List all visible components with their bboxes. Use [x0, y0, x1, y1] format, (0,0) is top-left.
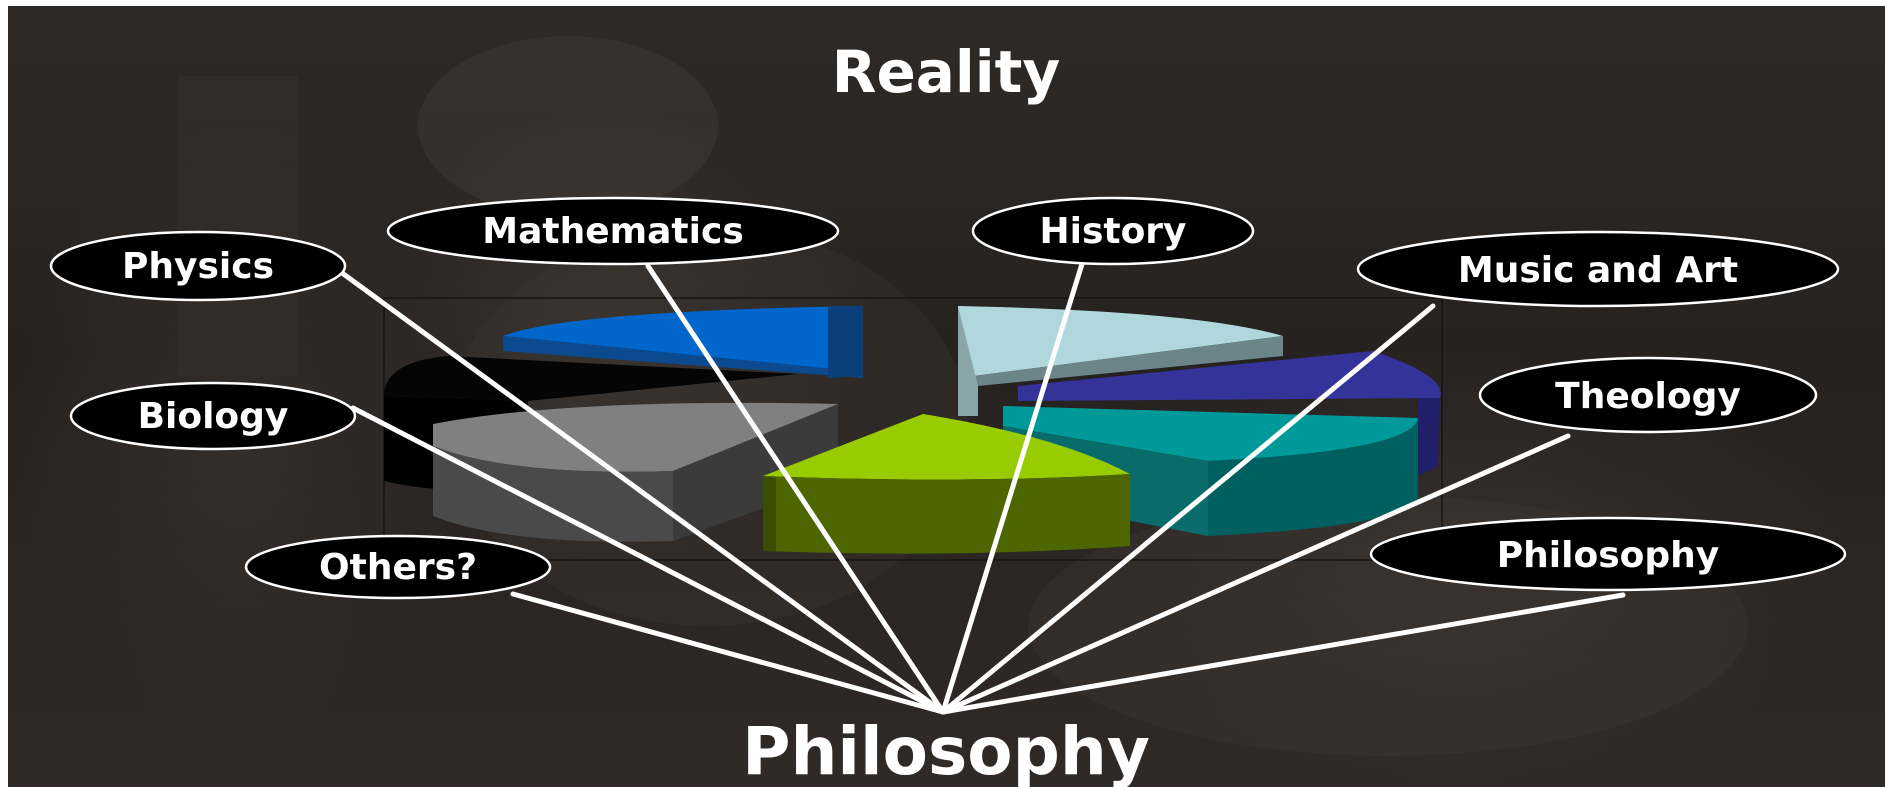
bubble-music-and-art-label: Music and Art: [1458, 250, 1738, 291]
bottom-label: Philosophy: [742, 713, 1150, 787]
bubble-physics-label: Physics: [122, 246, 274, 287]
connector-lines: [335, 261, 1626, 715]
pie-slice-green: [763, 414, 1130, 554]
bubble-music-and-art: Music and Art: [1356, 230, 1840, 308]
bubble-mathematics: Mathematics: [386, 196, 840, 266]
diagram-canvas: Physics Mathematics History Music and Ar…: [49, 36, 1847, 787]
bubble-biology-label: Biology: [138, 396, 289, 437]
bubble-history: History: [971, 196, 1255, 266]
bubble-others-label: Others?: [319, 547, 477, 588]
connector-philosophy: [940, 592, 1626, 715]
bubble-others: Others?: [244, 534, 552, 600]
bubble-history-label: History: [1039, 211, 1186, 252]
pie-slice-lightcyan: [958, 306, 1283, 416]
connector-mathematics: [645, 263, 946, 715]
bubble-mathematics-label: Mathematics: [482, 211, 744, 252]
bubble-biology: Biology: [69, 381, 357, 451]
connector-biology: [350, 405, 946, 715]
bubble-philosophy: Philosophy: [1369, 516, 1847, 592]
bubble-theology: Theology: [1478, 356, 1818, 434]
connector-history: [940, 261, 1085, 715]
pie-chart: [384, 306, 1441, 554]
bubble-philosophy-label: Philosophy: [1497, 535, 1719, 576]
slide: Physics Mathematics History Music and Ar…: [8, 6, 1885, 787]
connector-music-and-art: [940, 303, 1436, 715]
pie-slice-gray: [433, 402, 838, 542]
bubble-theology-label: Theology: [1555, 376, 1741, 417]
bubble-physics: Physics: [49, 230, 347, 302]
connector-physics: [335, 267, 946, 715]
page-title: Reality: [832, 38, 1060, 106]
connector-theology: [940, 433, 1571, 715]
connector-others: [510, 591, 946, 715]
pie-slice-blue: [503, 306, 863, 378]
